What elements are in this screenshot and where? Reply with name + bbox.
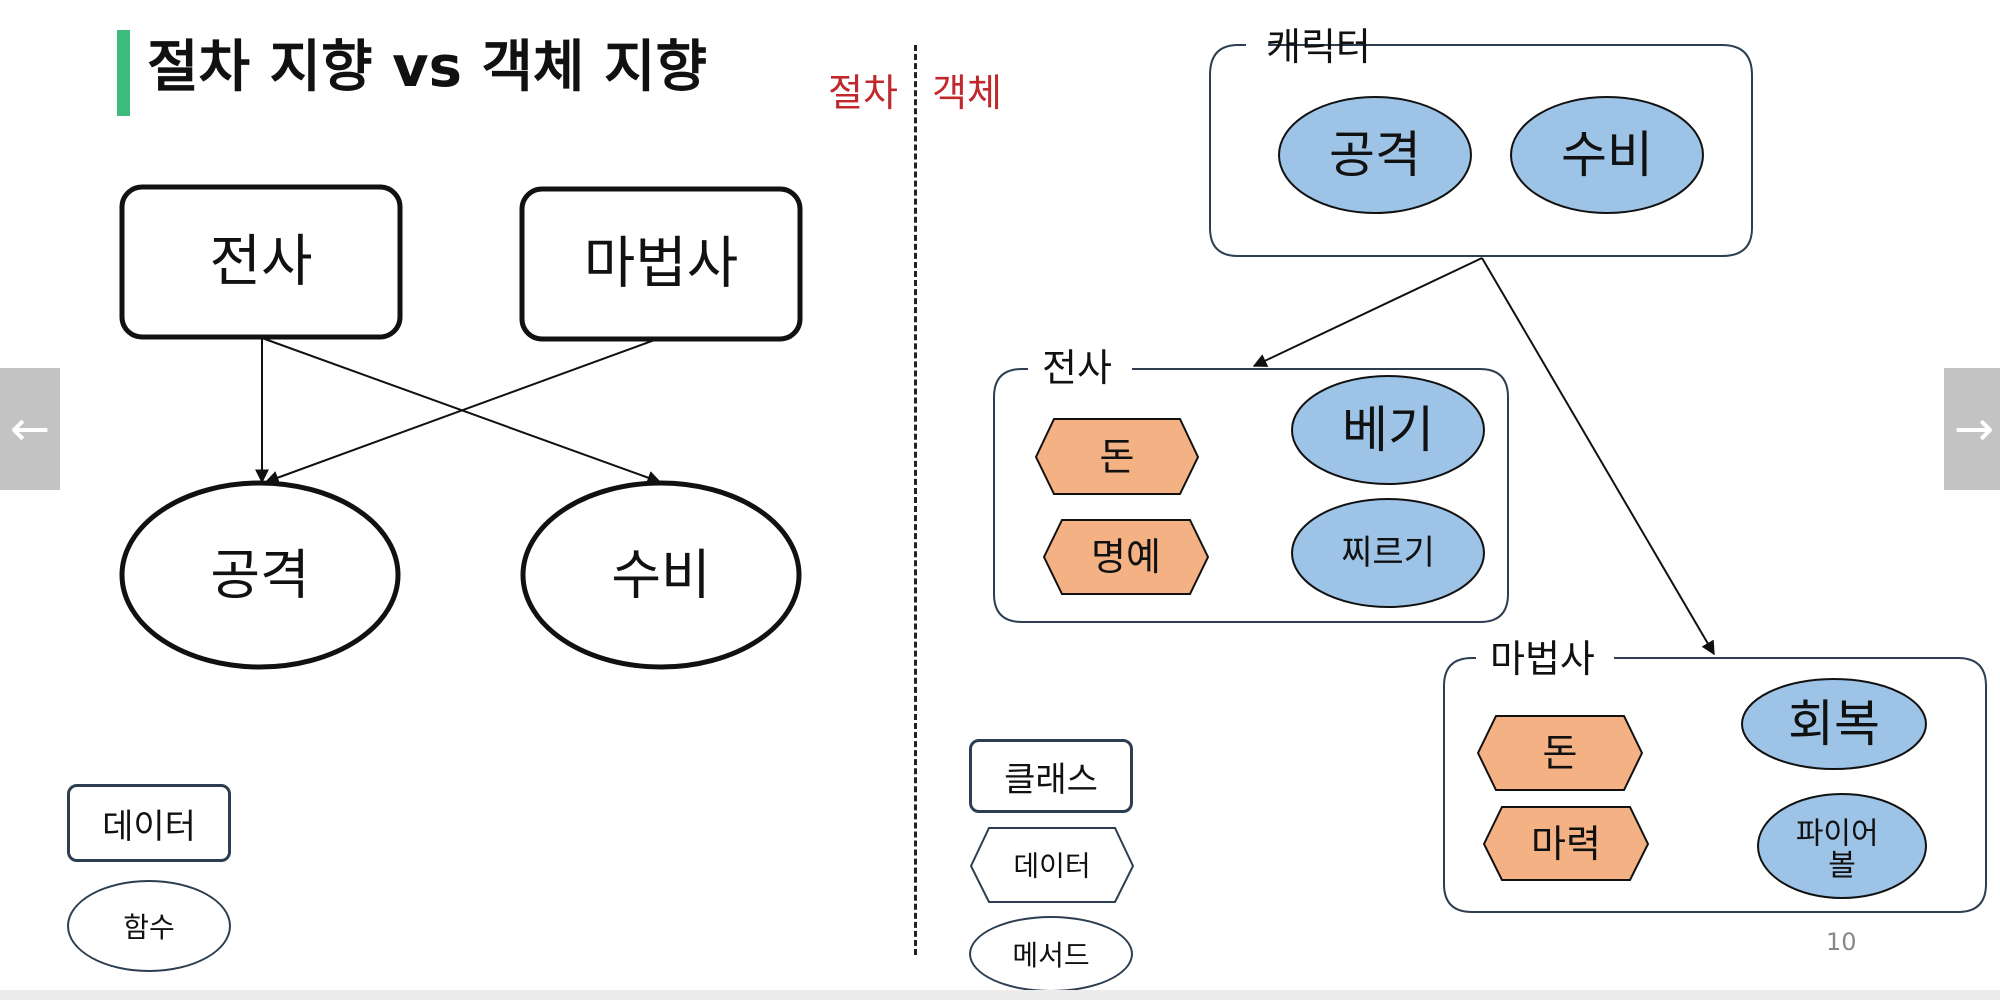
method-attack-label: 공격	[1329, 126, 1421, 184]
method-heal: 회복	[1741, 678, 1927, 770]
class-character-name: 캐릭터	[1266, 25, 1371, 69]
data-money-warrior: 돈	[1034, 418, 1200, 495]
data-node-mage: 마법사	[519, 186, 803, 342]
data-money-mage-label: 돈	[1543, 731, 1578, 775]
data-mana-label: 마력	[1531, 822, 1601, 866]
function-node-defense-label: 수비	[611, 544, 710, 607]
method-attack: 공격	[1278, 96, 1472, 214]
legend-object-data-shape: 데이터	[969, 827, 1135, 903]
legend-class-label: 클래스	[1004, 759, 1098, 800]
legend-function-label: 함수	[123, 911, 175, 944]
legend-data-shape: 데이터	[67, 784, 231, 862]
function-node-attack: 공격	[119, 480, 401, 670]
method-fireball-label: 파이어 볼	[1796, 807, 1888, 884]
legend-class-shape: 클래스	[969, 739, 1133, 813]
method-defense: 수비	[1510, 96, 1704, 214]
object-label: 객체	[932, 71, 1002, 115]
object-diagram: 캐릭터 공격 수비 전사 돈	[993, 25, 1987, 913]
section-divider	[914, 45, 917, 955]
bottom-bar	[0, 990, 2000, 1000]
method-slash-label: 베기	[1342, 401, 1434, 459]
data-honor: 명예	[1042, 519, 1210, 595]
method-heal-label: 회복	[1788, 695, 1880, 753]
procedural-diagram: 전사 마법사 공격 수비	[119, 184, 803, 670]
method-stab: 찌르기	[1291, 498, 1485, 608]
legend-method-shape: 메서드	[969, 916, 1133, 992]
page-number: 10	[1826, 928, 1857, 956]
next-slide-button[interactable]: →	[1944, 368, 2000, 490]
data-node-warrior: 전사	[119, 184, 403, 340]
function-node-attack-label: 공격	[210, 544, 309, 607]
legend-object-data-label: 데이터	[1013, 850, 1090, 883]
title-accent-bar	[117, 30, 130, 116]
edge-character-mage	[1481, 257, 1715, 656]
edge-mage-attack	[264, 337, 661, 485]
data-node-mage-label: 마법사	[584, 232, 739, 297]
data-honor-label: 명예	[1091, 535, 1161, 579]
legend-function-shape: 함수	[67, 880, 231, 972]
slide-title: 절차 지향 vs 객체 지향	[147, 35, 707, 100]
prev-slide-button[interactable]: ←	[0, 368, 60, 490]
class-warrior: 전사 돈 명예 베기 찌르기	[993, 346, 1509, 623]
class-character: 캐릭터 공격 수비	[1209, 25, 1753, 257]
data-mana: 마력	[1482, 806, 1650, 881]
legend-data-label: 데이터	[102, 806, 196, 847]
function-node-defense: 수비	[520, 480, 802, 670]
class-warrior-name: 전사	[1042, 346, 1112, 390]
method-fireball: 파이어 볼	[1757, 793, 1927, 899]
method-stab-label: 찌르기	[1341, 533, 1435, 573]
method-defense-label: 수비	[1561, 126, 1653, 184]
method-slash: 베기	[1291, 375, 1485, 485]
data-money-warrior-label: 돈	[1100, 435, 1135, 479]
arrow-left-icon: ←	[9, 401, 51, 457]
arrow-right-icon: →	[1953, 401, 1995, 457]
class-mage-name: 마법사	[1490, 637, 1595, 681]
class-mage: 마법사 돈 마력 회복 파이어 볼	[1443, 637, 1987, 913]
legend-method-label: 메서드	[1012, 939, 1090, 972]
edge-character-warrior	[1252, 257, 1483, 367]
data-money-mage: 돈	[1476, 715, 1644, 791]
data-node-warrior-label: 전사	[209, 230, 312, 295]
procedural-label: 절차	[828, 71, 898, 115]
